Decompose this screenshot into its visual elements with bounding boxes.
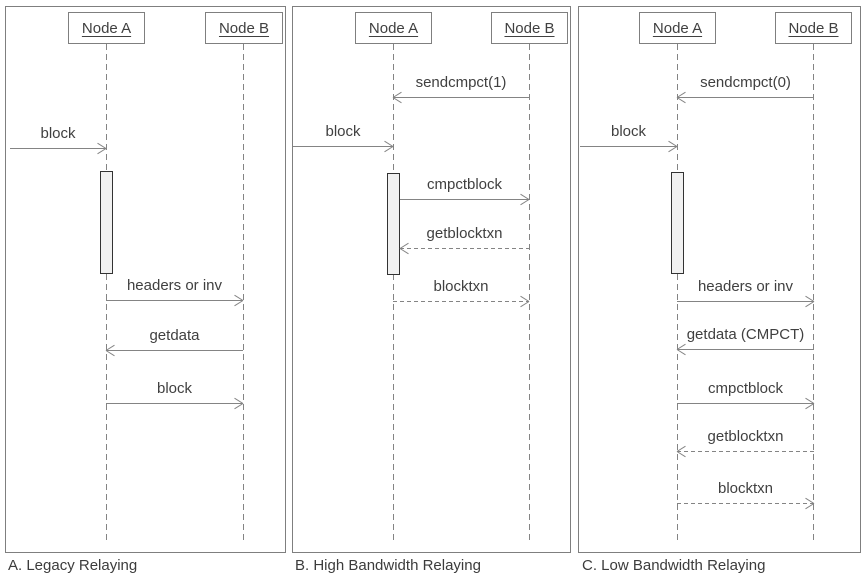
message-arrow bbox=[393, 97, 529, 98]
arrowhead-left-icon bbox=[677, 349, 687, 350]
message-arrow bbox=[400, 248, 529, 249]
message-arrow bbox=[400, 199, 529, 200]
actor-node-a: Node A bbox=[639, 12, 716, 44]
actor-label: Node A bbox=[368, 19, 419, 37]
arrowhead-right-icon bbox=[233, 403, 243, 404]
message-arrow bbox=[677, 403, 814, 404]
message-arrow bbox=[677, 301, 814, 302]
message-label: blocktxn bbox=[433, 278, 489, 295]
actor-node-a: Node A bbox=[355, 12, 432, 44]
message-arrow bbox=[393, 301, 529, 302]
message-label: block bbox=[325, 123, 361, 140]
message-label: block bbox=[156, 380, 193, 397]
arrowhead-right-icon bbox=[667, 146, 677, 147]
lifeline-node-b bbox=[529, 44, 530, 544]
message-arrow bbox=[106, 403, 243, 404]
message-label: sendcmpct(0) bbox=[700, 74, 791, 91]
arrowhead-right-icon bbox=[804, 403, 814, 404]
message-arrow bbox=[10, 148, 106, 149]
lifeline-node-a bbox=[393, 44, 394, 544]
message-label: getblocktxn bbox=[426, 225, 503, 242]
panel-legacy-relaying bbox=[5, 6, 286, 553]
panel-caption-low-bandwidth: C. Low Bandwidth Relaying bbox=[582, 557, 766, 574]
arrowhead-left-icon bbox=[400, 248, 410, 249]
arrowhead-right-icon bbox=[804, 503, 814, 504]
arrowhead-right-icon bbox=[233, 300, 243, 301]
arrowhead-left-icon bbox=[677, 451, 687, 452]
lifeline-node-b bbox=[813, 44, 814, 544]
message-label: cmpctblock bbox=[426, 176, 503, 193]
arrowhead-right-icon bbox=[519, 199, 529, 200]
actor-node-b: Node B bbox=[205, 12, 283, 44]
actor-label: Node A bbox=[81, 19, 132, 37]
actor-label: Node A bbox=[652, 19, 703, 37]
actor-label: Node B bbox=[788, 19, 839, 37]
activation-bar bbox=[387, 173, 400, 275]
actor-label: Node B bbox=[218, 19, 270, 37]
message-arrow bbox=[677, 349, 814, 350]
message-label: getdata bbox=[149, 327, 200, 344]
message-arrow bbox=[677, 503, 814, 504]
message-label: headers or inv bbox=[126, 277, 223, 294]
message-label: sendcmpct(1) bbox=[415, 74, 507, 91]
message-arrow bbox=[106, 350, 243, 351]
arrowhead-right-icon bbox=[383, 146, 393, 147]
message-arrow bbox=[677, 451, 814, 452]
actor-node-a: Node A bbox=[68, 12, 145, 44]
message-label: block bbox=[610, 123, 647, 140]
message-label: block bbox=[40, 125, 76, 142]
actor-node-b: Node B bbox=[491, 12, 568, 44]
message-label: getblocktxn bbox=[707, 428, 784, 445]
message-label: headers or inv bbox=[697, 278, 794, 295]
arrowhead-left-icon bbox=[677, 97, 687, 98]
message-label: cmpctblock bbox=[707, 380, 784, 397]
arrowhead-right-icon bbox=[96, 148, 106, 149]
activation-bar bbox=[671, 172, 684, 274]
actor-node-b: Node B bbox=[775, 12, 852, 44]
actor-label: Node B bbox=[504, 19, 555, 37]
message-arrow bbox=[293, 146, 393, 147]
panel-caption-legacy: A. Legacy Relaying bbox=[8, 557, 138, 574]
panel-caption-high-bandwidth: B. High Bandwidth Relaying bbox=[295, 557, 481, 574]
message-arrow bbox=[106, 300, 243, 301]
activation-bar bbox=[100, 171, 113, 274]
arrowhead-right-icon bbox=[519, 301, 529, 302]
message-label: blocktxn bbox=[717, 480, 774, 497]
message-arrow bbox=[580, 146, 677, 147]
arrowhead-left-icon bbox=[393, 97, 403, 98]
arrowhead-right-icon bbox=[804, 301, 814, 302]
lifeline-node-a bbox=[106, 44, 107, 544]
message-label: getdata (CMPCT) bbox=[686, 326, 805, 343]
lifeline-node-a bbox=[677, 44, 678, 544]
lifeline-node-b bbox=[243, 44, 244, 544]
message-arrow bbox=[677, 97, 814, 98]
arrowhead-left-icon bbox=[106, 350, 116, 351]
